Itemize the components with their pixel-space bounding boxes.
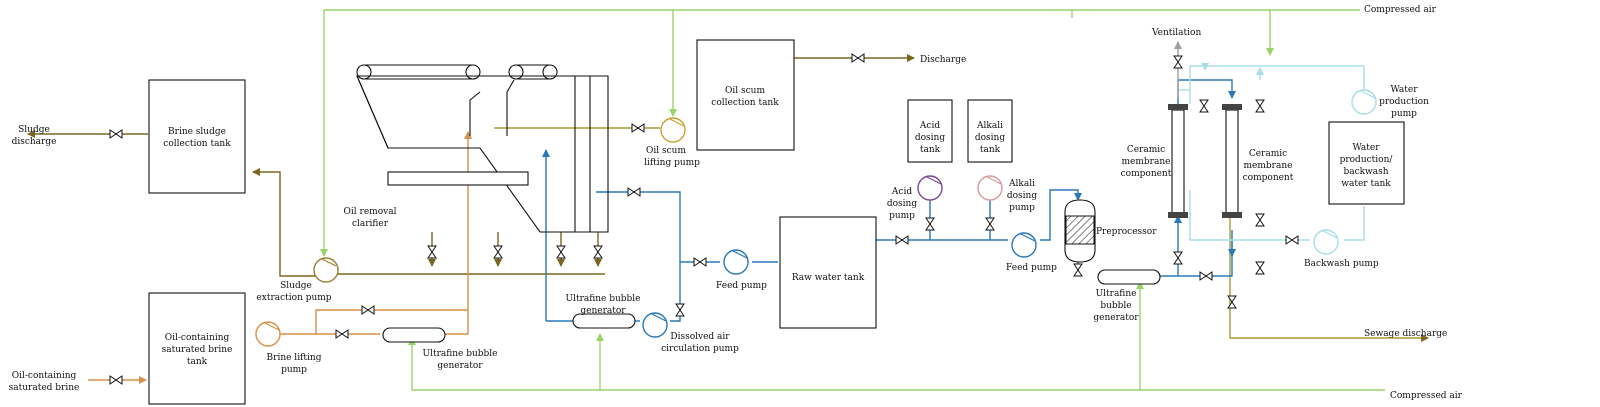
permeate-lines bbox=[1178, 63, 1365, 241]
oil-removal-clarifier bbox=[356, 64, 609, 233]
dissolved-air-circulation-pump bbox=[642, 312, 668, 338]
water-production-pump bbox=[1351, 89, 1377, 115]
valve bbox=[895, 235, 909, 245]
valve bbox=[556, 245, 566, 259]
ceramic-membrane-left bbox=[1168, 104, 1188, 218]
alkali-dosing-pump bbox=[977, 175, 1003, 201]
preprocessor-vessel bbox=[1064, 199, 1096, 263]
valve bbox=[985, 217, 995, 231]
ultrafine-bubble-generator-right bbox=[1097, 269, 1161, 285]
valve bbox=[361, 305, 375, 315]
feed-pump-left bbox=[723, 249, 749, 275]
oil-containing-brine-tank bbox=[148, 292, 246, 405]
label-preprocessor: Preprocessor bbox=[1096, 227, 1157, 237]
brine-lines bbox=[88, 131, 472, 384]
label-raw-water-tank: Raw water tank bbox=[792, 273, 865, 283]
label-feed-pump-right: Feed pump bbox=[1006, 263, 1057, 273]
valve bbox=[1285, 235, 1299, 245]
valve bbox=[1173, 55, 1183, 69]
backwash-pump bbox=[1313, 229, 1339, 255]
acid-dosing-tank bbox=[907, 99, 953, 163]
valve bbox=[335, 329, 349, 339]
valve bbox=[693, 257, 707, 267]
oil-scum-lifting-pump bbox=[660, 117, 686, 143]
ultrafine-bubble-generator-middle bbox=[572, 313, 636, 329]
label-backwash-pump: Backwash pump bbox=[1304, 259, 1379, 269]
valve bbox=[631, 123, 645, 133]
feed-pump-right bbox=[1011, 232, 1037, 258]
label-discharge: Discharge bbox=[920, 55, 966, 65]
valve bbox=[627, 187, 641, 197]
valve bbox=[851, 53, 865, 63]
oil-scum-collection-tank bbox=[696, 39, 795, 151]
valve bbox=[593, 245, 603, 259]
valve bbox=[427, 245, 437, 259]
valve bbox=[493, 245, 503, 259]
alkali-dosing-tank bbox=[967, 99, 1013, 163]
valves bbox=[109, 53, 1299, 385]
valve bbox=[1255, 99, 1265, 113]
raw-water-tank bbox=[779, 216, 877, 329]
label-feed-pump-left: Feed pump bbox=[716, 281, 767, 291]
label-compressed-air-top: Compressed air bbox=[1364, 5, 1437, 15]
valve bbox=[1173, 251, 1183, 265]
ceramic-membrane-right bbox=[1222, 104, 1242, 218]
valve bbox=[1073, 263, 1083, 277]
ultrafine-bubble-generator-left bbox=[382, 327, 446, 343]
brine-sludge-collection-tank bbox=[148, 79, 246, 194]
valve bbox=[1255, 261, 1265, 275]
oil-scum-lines bbox=[494, 127, 1429, 342]
label-compressed-air-bottom: Compressed air bbox=[1390, 391, 1463, 401]
valve bbox=[1199, 271, 1213, 281]
label-ventilation: Ventilation bbox=[1151, 28, 1201, 38]
valve bbox=[109, 129, 123, 139]
sludge-extraction-pump bbox=[313, 257, 339, 283]
valve bbox=[675, 303, 685, 317]
valve bbox=[1255, 213, 1265, 227]
valve bbox=[1227, 295, 1237, 309]
brine-lifting-pump bbox=[255, 321, 281, 347]
compressed-air-lines bbox=[320, 9, 1385, 391]
valve bbox=[925, 217, 935, 231]
labels: Compressed air Compressed air Discharge … bbox=[9, 5, 1463, 401]
label-sewage-discharge: Sewage discharge bbox=[1364, 329, 1447, 339]
water-production-backwash-tank bbox=[1328, 121, 1405, 205]
acid-dosing-pump bbox=[917, 175, 943, 201]
valve bbox=[1199, 99, 1209, 113]
valve bbox=[109, 375, 123, 385]
